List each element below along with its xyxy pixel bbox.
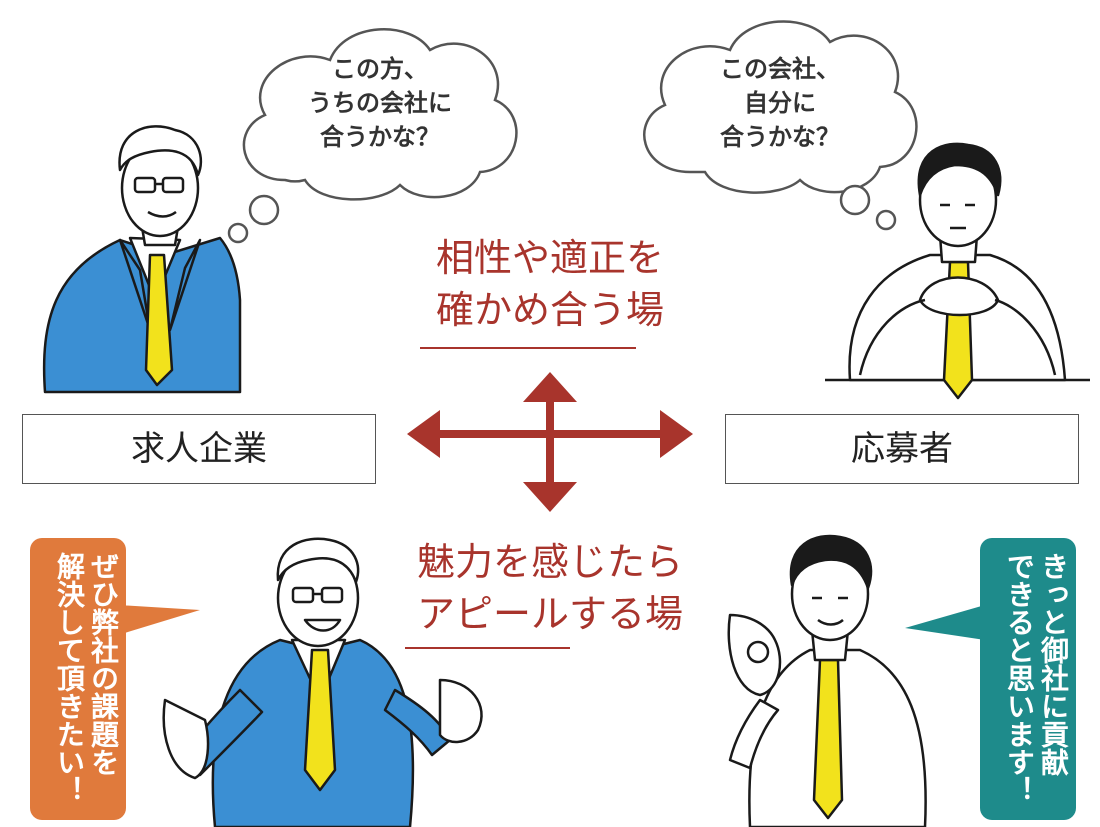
applicant-speech-line: きっと御社に貢献 [1037,552,1070,776]
applicant-speech-bubble: きっと御社に貢献 できると思います！ [980,538,1076,820]
applicant-label: 応募者 [725,414,1079,484]
company-thought-line: この方、 [332,55,428,83]
company-speech-line: 解決して頂きたい！ [53,552,86,804]
applicant-thought-line: 自分に [744,89,816,117]
applicant-person-ok-illustration [727,534,927,827]
applicant-speech-line: できると思います！ [1003,552,1036,804]
company-person-illustration [42,125,242,394]
company-label: 求人企業 [22,414,376,484]
company-thought-text: この方、 うちの会社に 合うかな？ [280,52,480,154]
company-thought-line: うちの会社に [308,89,452,117]
left-arrowhead [407,410,440,458]
applicant-speech-tail [905,605,985,640]
top-caption: 相性や適正を 確かめ合う場 [410,232,690,336]
vertical-arrow-shaft [546,395,554,485]
company-speech-bubble: ぜひ弊社の課題を 解決して頂きたい！ [30,538,126,820]
bottom-caption-line: アピールする場 [416,592,683,636]
applicant-thought-cloud [643,20,918,231]
up-arrowhead [523,372,577,402]
company-person-talking-illustration [162,537,483,827]
company-speech-tail [118,605,200,635]
applicant-thought-text: この会社、 自分に 合うかな？ [680,52,880,154]
top-caption-line: 確かめ合う場 [435,288,664,332]
bottom-caption: 魅力を感じたら アピールする場 [395,536,705,640]
company-thought-line: 合うかな？ [320,123,440,151]
right-arrowhead [660,410,693,458]
applicant-thought-line: この会社、 [720,55,840,83]
top-caption-line: 相性や適正を [435,236,664,280]
bottom-caption-line: 魅力を感じたら [416,540,683,584]
company-thought-cloud [227,28,518,244]
applicant-thought-line: 合うかな？ [720,123,840,151]
company-speech-line: ぜひ弊社の課題を [87,552,120,776]
down-arrowhead [523,482,577,512]
center-arrows [407,372,693,512]
applicant-person-illustration [825,142,1090,400]
